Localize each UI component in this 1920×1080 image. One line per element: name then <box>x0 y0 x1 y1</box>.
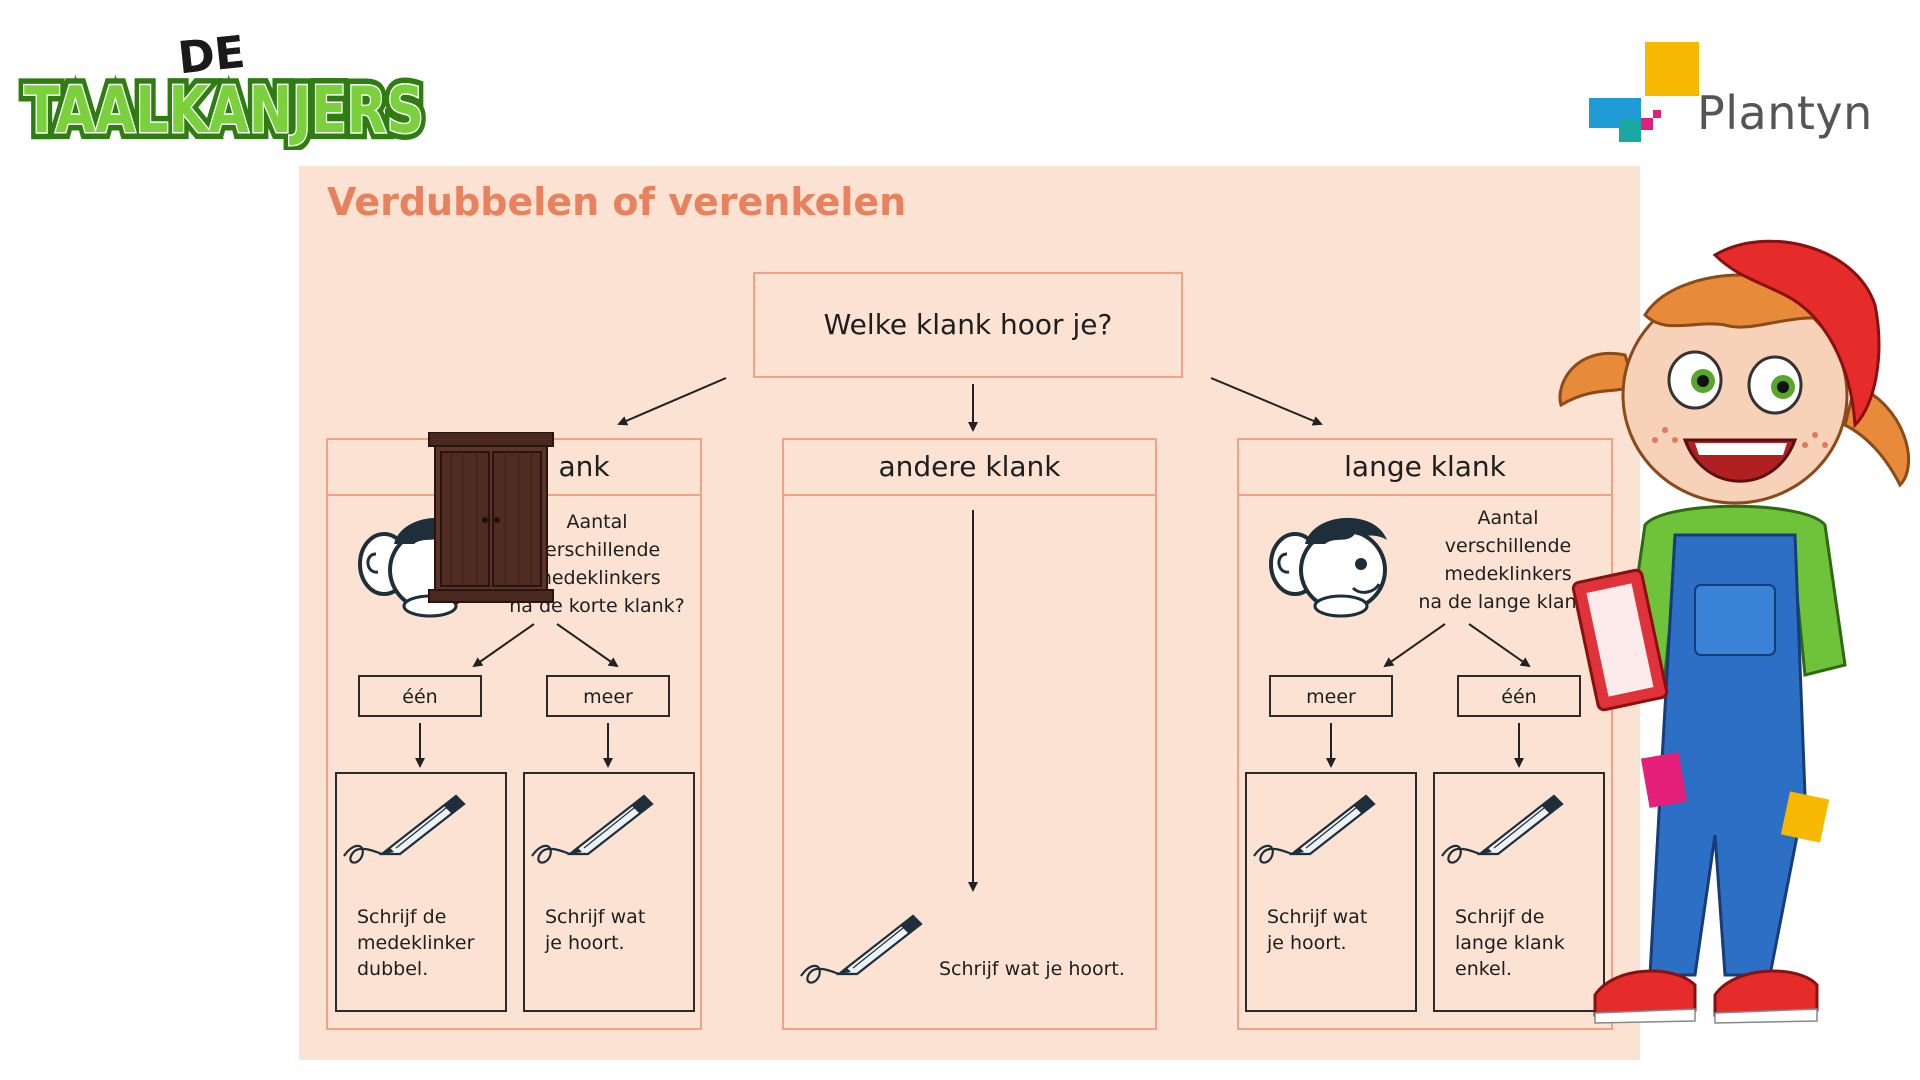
long-result-write-line1: Schrijf wat <box>1267 906 1368 928</box>
plantyn-square-blue <box>1589 98 1619 128</box>
long-option-more-label: meer <box>1306 686 1356 708</box>
logo-line1-fill: DE <box>176 27 248 85</box>
long-result-write: Schrijf wat je hoort. <box>1245 772 1417 1012</box>
long-question-line3: medeklinkers <box>1444 563 1572 585</box>
short-result-double-line3: dubbel. <box>357 958 429 980</box>
cabinet-icon[interactable] <box>427 432 555 604</box>
column-other-sound: andere klank <box>782 438 1157 1030</box>
long-question-line1: Aantal <box>1477 507 1539 529</box>
short-result-write-line2: je hoort. <box>545 932 625 954</box>
question-text: Welke klank hoor je? <box>823 308 1113 341</box>
long-result-single-text: Schrijf de lange klank enkel. <box>1455 904 1565 982</box>
plantyn-logo: Plantyn <box>1585 38 1872 158</box>
column-header-long-label: lange klank <box>1344 450 1506 483</box>
plantyn-square-pink2 <box>1653 110 1661 118</box>
short-result-write-line1: Schrijf wat <box>545 906 646 928</box>
short-option-one-label: één <box>402 686 438 708</box>
pen-icon-2 <box>530 794 654 864</box>
question-box: Welke klank hoor je? <box>753 272 1183 378</box>
short-result-double-line1: Schrijf de <box>357 906 447 928</box>
logo-line2: TAALKANJERS <box>24 74 424 148</box>
long-result-write-line2: je hoort. <box>1267 932 1347 954</box>
column-header-other: andere klank <box>784 440 1155 496</box>
short-result-double-text: Schrijf de medeklinker dubbel. <box>357 904 474 982</box>
logo-line2-outline: TAALKANJERS <box>24 74 424 148</box>
long-option-more: meer <box>1269 675 1393 717</box>
short-option-more-label: meer <box>583 686 633 708</box>
long-option-one-label: één <box>1501 686 1537 708</box>
pen-icon-1 <box>342 794 466 864</box>
long-result-single: Schrijf de lange klank enkel. <box>1433 772 1605 1012</box>
column-header-short-label: ank <box>558 450 610 483</box>
taalkanjers-logo: DE DE TAALKANJERS TAALKANJERS <box>17 22 431 150</box>
flowchart-arrows <box>342 377 1564 984</box>
short-result-double: Schrijf de medeklinker dubbel. <box>335 772 507 1012</box>
plantyn-square-pink <box>1641 118 1653 130</box>
long-question: Aantal verschillende medeklinkers na de … <box>1405 504 1611 616</box>
short-option-more: meer <box>546 675 670 717</box>
short-option-one: één <box>358 675 482 717</box>
short-result-write: Schrijf wat je hoort. <box>523 772 695 1012</box>
long-result-write-text: Schrijf wat je hoort. <box>1267 904 1367 956</box>
column-header-long: lange klank <box>1239 440 1611 496</box>
plantyn-square-blue2 <box>1619 98 1641 120</box>
short-result-double-line2: medeklinker <box>357 932 475 954</box>
long-result-single-line3: enkel. <box>1455 958 1513 980</box>
long-head-illustration <box>1269 515 1389 618</box>
long-question-line2: verschillende <box>1444 535 1572 557</box>
pen-icon-5 <box>1440 794 1564 864</box>
short-result-write-text: Schrijf wat je hoort. <box>545 904 645 956</box>
short-question-line3: medeklinkers <box>533 567 661 589</box>
girl-character-illustration <box>1558 239 1910 1024</box>
short-question: Aantal verschillende medeklinkers na de … <box>497 508 697 620</box>
short-question-line2: verschillende <box>533 539 661 561</box>
plantyn-square-yellow <box>1645 42 1699 96</box>
pen-icon-3 <box>799 914 923 984</box>
long-result-single-line2: lange klank <box>1455 932 1565 954</box>
other-result-text: Schrijf wat je hoort. <box>939 958 1125 980</box>
long-question-line4: na de lange klank? <box>1418 591 1598 613</box>
plantyn-square-teal <box>1619 120 1641 142</box>
column-header-other-label: andere klank <box>878 450 1061 483</box>
pen-icon-4 <box>1252 794 1376 864</box>
panel-title: Verdubbelen of verenkelen <box>327 180 907 224</box>
logo-line1: DE <box>176 27 248 85</box>
plantyn-wordmark: Plantyn <box>1697 86 1873 140</box>
long-result-single-line1: Schrijf de <box>1455 906 1545 928</box>
flowchart-panel: Verdubbelen of verenkelen Welke klank ho… <box>299 166 1640 1060</box>
short-question-line1: Aantal <box>566 511 628 533</box>
long-option-one: één <box>1457 675 1581 717</box>
